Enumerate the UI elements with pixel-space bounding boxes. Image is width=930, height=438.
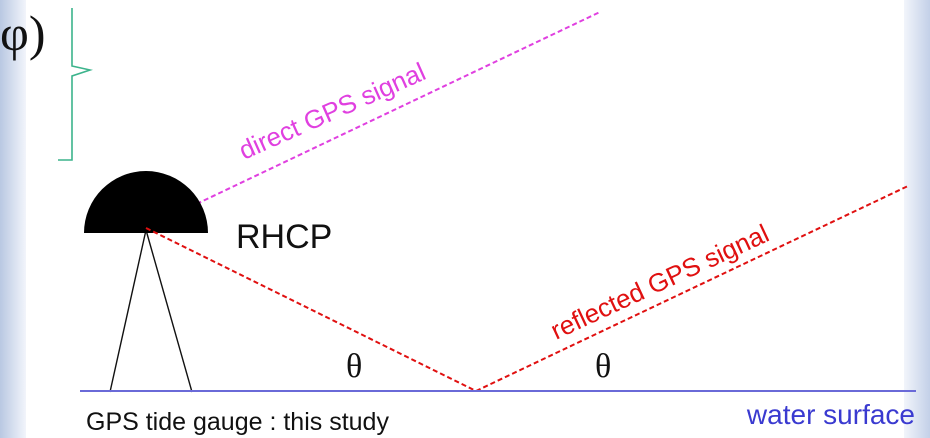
- caption-water-surface: water surface: [746, 399, 915, 430]
- angle-theta-right: θ: [595, 348, 611, 385]
- angle-theta-left: θ: [346, 348, 362, 385]
- reflected-signal-outgoing-line: [475, 185, 909, 392]
- direct-signal-label: direct GPS signal: [234, 56, 430, 165]
- caption-gps-tide-gauge: GPS tide gauge : this study: [86, 408, 389, 436]
- fragment-label: φ): [0, 5, 46, 61]
- reflected-signal-label: reflected GPS signal: [546, 218, 773, 345]
- brace-bracket: [58, 8, 93, 161]
- antenna-dome: [84, 171, 208, 233]
- left-background-fade: [0, 0, 26, 438]
- direct-signal-line: [145, 11, 601, 229]
- tripod-left-leg: [109, 229, 147, 393]
- reflected-signal-incoming-line: [145, 227, 477, 392]
- right-background-fade: [904, 0, 930, 438]
- antenna-label: RHCP: [236, 218, 332, 256]
- tripod-right-leg: [145, 229, 193, 393]
